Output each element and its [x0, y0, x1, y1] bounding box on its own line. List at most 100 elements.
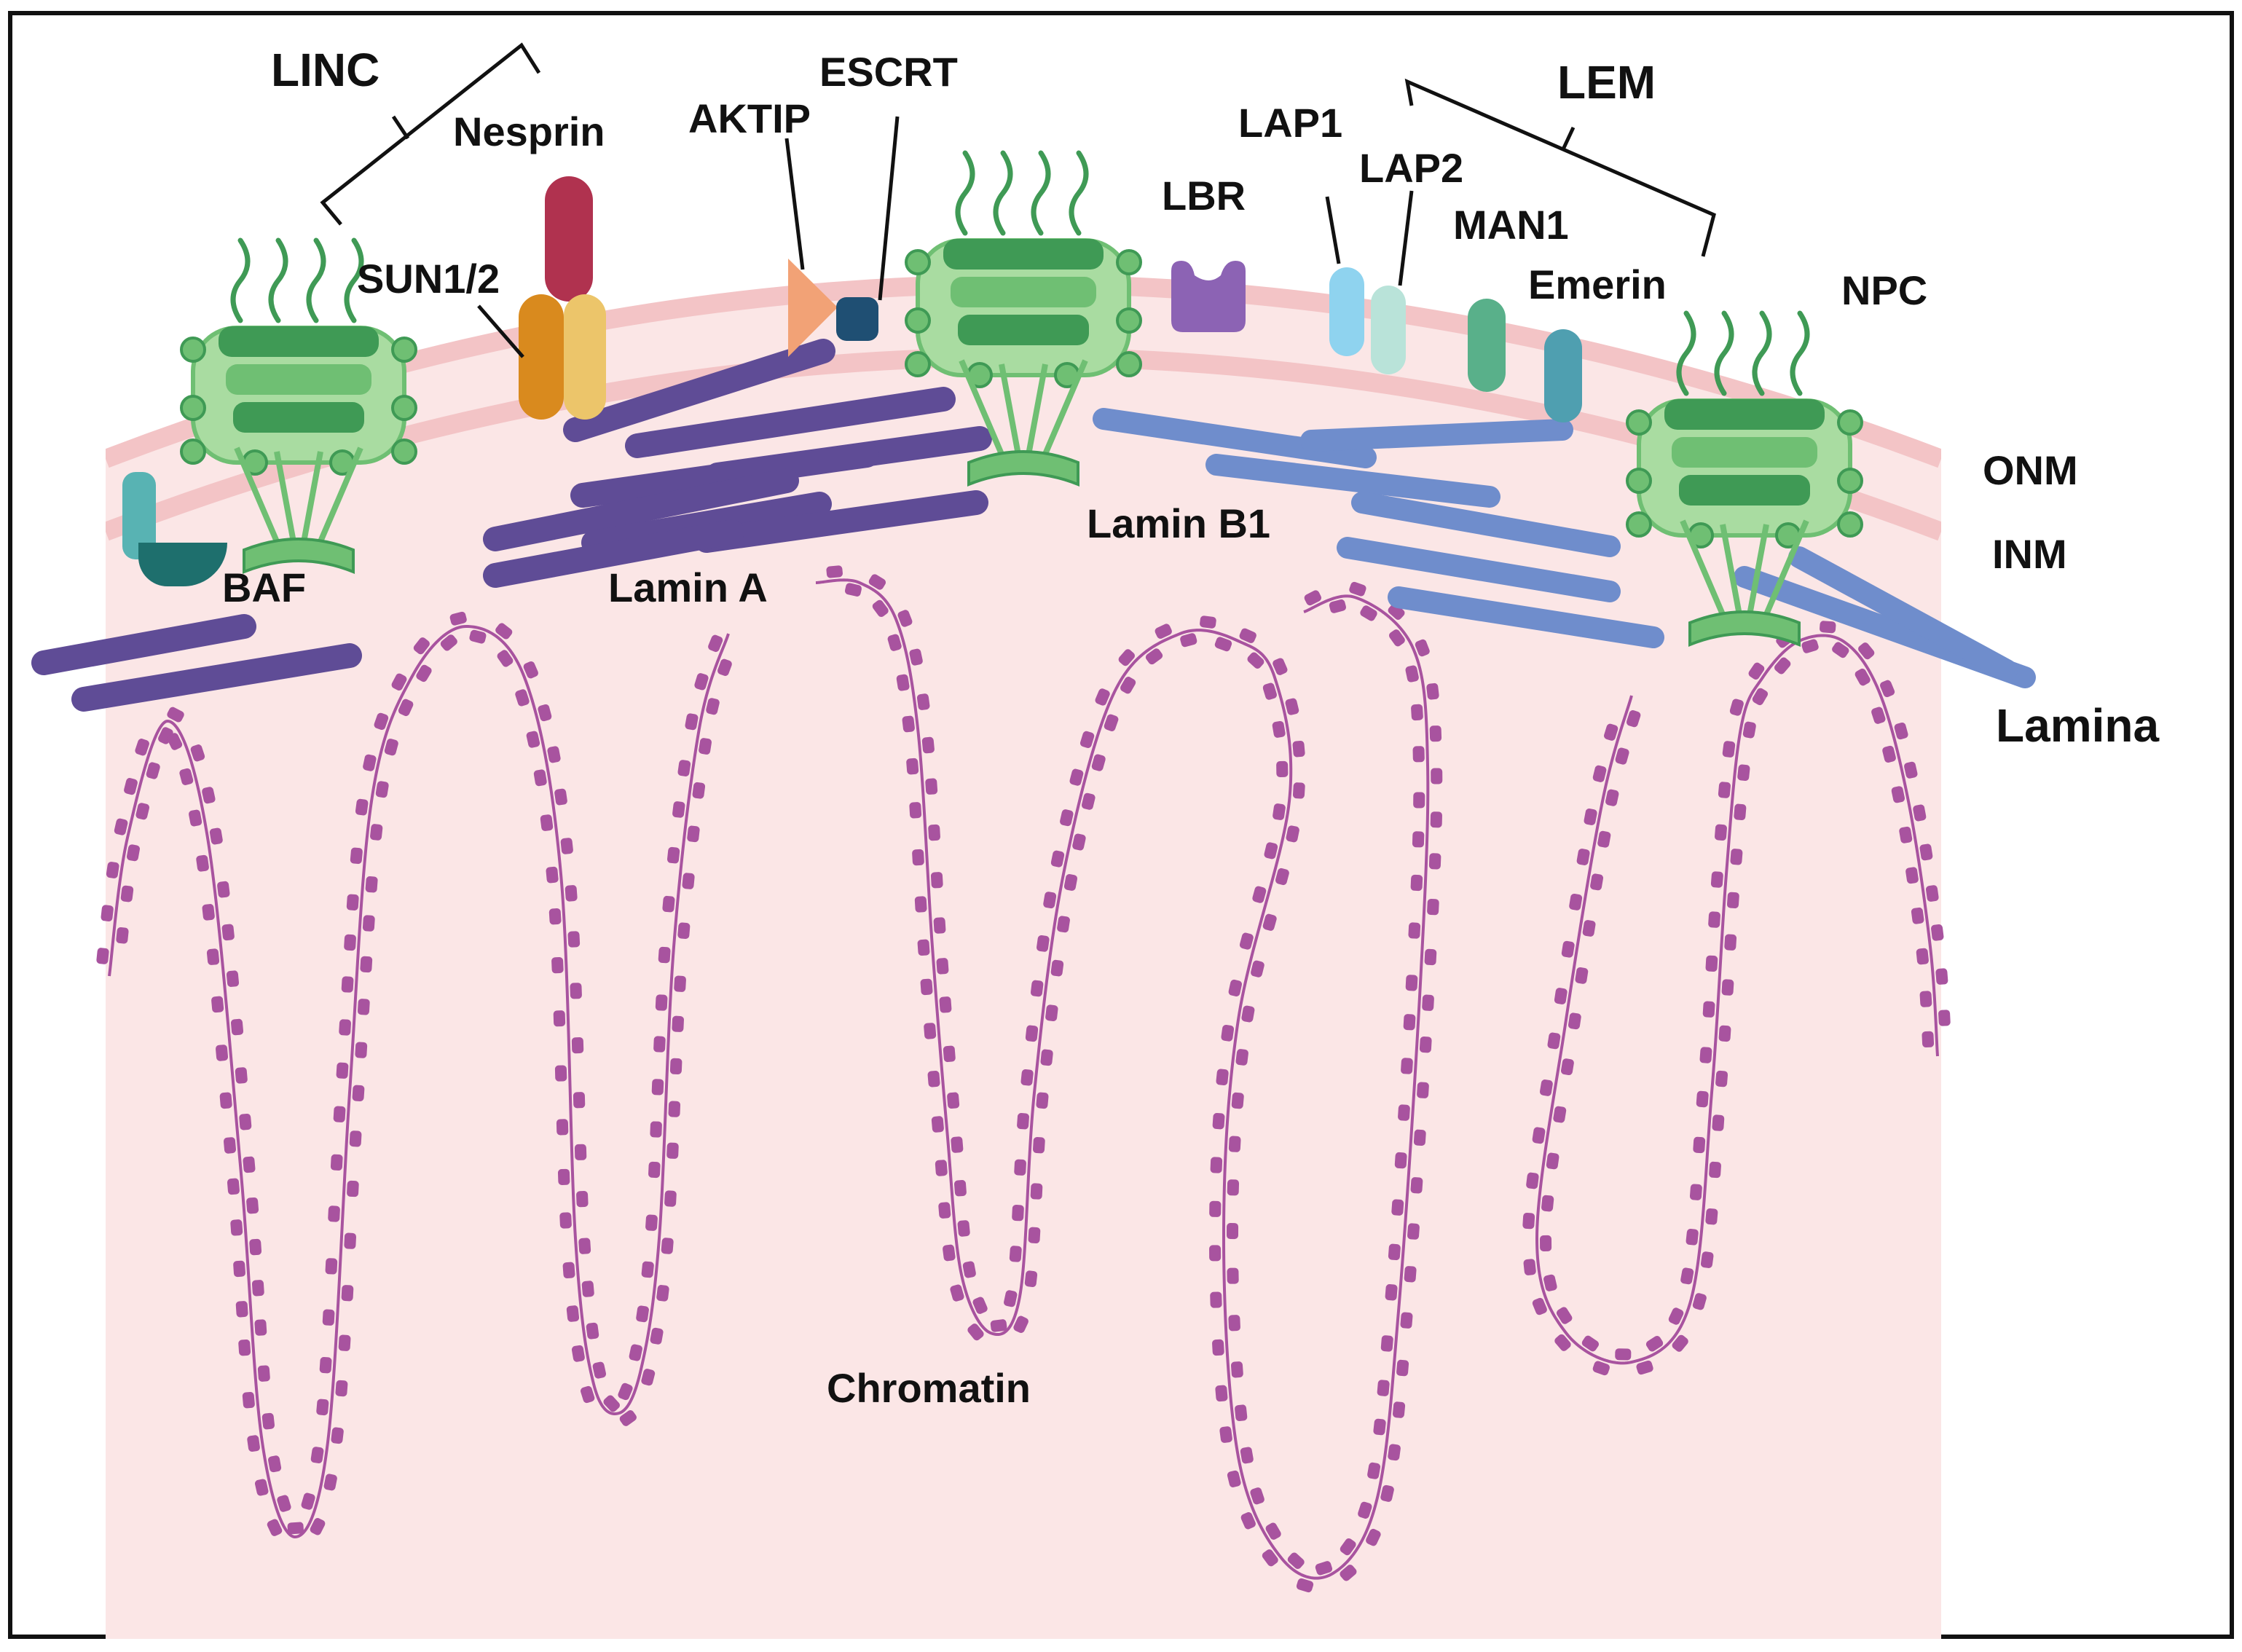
npc-filament: [1790, 310, 1810, 396]
npc-basket-ring: [967, 450, 1079, 487]
nucleosome: [1329, 599, 1346, 613]
nucleosome: [211, 996, 224, 1013]
nucleosome: [1057, 916, 1070, 933]
nucleosome: [1385, 1284, 1398, 1301]
nucleosome: [677, 760, 691, 776]
nucleosome: [677, 922, 691, 939]
nucleosome: [1575, 967, 1589, 984]
lem-bracket: [1404, 78, 1716, 257]
label-escrt: ESCRT: [819, 49, 958, 95]
nucleosome: [1734, 803, 1747, 821]
nucleosome: [328, 1205, 340, 1222]
nucleosome: [906, 758, 919, 775]
nucleosome: [1742, 721, 1756, 739]
nucleosome: [1590, 873, 1604, 891]
nucleosome: [1392, 1401, 1406, 1418]
nucleosome: [662, 895, 675, 913]
npc-subunit: [1116, 351, 1142, 377]
nucleosome: [310, 1447, 324, 1463]
nucleosome: [325, 1258, 338, 1275]
nucleosome: [1581, 1335, 1600, 1352]
nucleosome: [1388, 1243, 1401, 1261]
nucleosome: [557, 1168, 570, 1186]
nucleosome: [413, 637, 430, 655]
nucleosome: [1287, 1552, 1305, 1569]
nucleosome: [669, 1058, 683, 1074]
npc-subunit: [180, 438, 206, 465]
nucleosome: [230, 1018, 244, 1036]
nucleosome: [1689, 1184, 1702, 1200]
nucleosome: [1925, 885, 1939, 902]
baf-stem: [122, 472, 156, 559]
nucleosome: [1922, 1031, 1935, 1048]
lamin-a-filament: [570, 443, 879, 508]
nucleosome: [1424, 948, 1437, 966]
nucleosome: [1615, 1348, 1632, 1361]
nucleosome: [1718, 782, 1731, 798]
sun1-protein: [519, 294, 564, 420]
nucleosome: [1636, 1360, 1653, 1375]
label-lamin-a: Lamin A: [608, 565, 768, 610]
label-aktip: AKTIP: [688, 95, 811, 141]
nucleosome: [685, 713, 699, 731]
nucleosome: [341, 1285, 354, 1302]
nucleosome: [333, 1106, 346, 1122]
nucleosome: [238, 1339, 251, 1356]
nucleosome: [1905, 867, 1919, 884]
nucleosome: [398, 699, 414, 717]
nucleosome: [1240, 1512, 1256, 1530]
nucleosome: [553, 1010, 566, 1027]
nucleosome: [559, 1212, 572, 1229]
label-lap1: LAP1: [1238, 100, 1342, 146]
label-nesprin: Nesprin: [453, 109, 605, 154]
nucleosome: [1748, 662, 1765, 680]
nucleosome: [1262, 913, 1277, 931]
nucleosome: [217, 881, 230, 898]
nucleosome: [1412, 746, 1425, 763]
npc-filament: [230, 237, 251, 323]
nucleosome: [574, 1144, 587, 1160]
lamin-b1-filament: [1388, 586, 1664, 648]
nucleosome: [1396, 1359, 1409, 1377]
escrt-leader-line: [878, 116, 900, 301]
nucleosome: [235, 1067, 248, 1084]
nucleosome: [1592, 1361, 1610, 1376]
npc-basket-strut: [999, 363, 1023, 463]
nucleosome: [1911, 907, 1924, 924]
nucleosome: [1235, 1404, 1248, 1421]
npc-filament: [306, 237, 326, 323]
lamin-a-filament: [563, 339, 835, 442]
nucleosome: [931, 1116, 944, 1133]
nucleosome: [1709, 1161, 1721, 1179]
nuclear-pore-complex: [905, 150, 1142, 487]
nucleosome: [692, 782, 706, 799]
nucleosome: [548, 908, 562, 925]
nucleosome: [578, 1238, 591, 1254]
nucleosome: [648, 1161, 661, 1179]
nucleosome: [1239, 628, 1256, 643]
nucleosome: [116, 927, 129, 944]
nucleosome: [106, 862, 119, 878]
man1-protein: [1468, 299, 1506, 392]
nucleosome: [1422, 994, 1434, 1011]
label-linc: LINC: [271, 44, 379, 96]
nucleosome: [233, 1260, 245, 1278]
nucleosome: [1430, 811, 1442, 828]
nucleosome: [1726, 892, 1739, 909]
nucleosome: [1028, 1227, 1041, 1243]
nucleosome: [338, 1334, 351, 1351]
npc-inner-ring: [233, 402, 364, 433]
nucleosome: [651, 1079, 664, 1096]
nucleosome: [1554, 1334, 1571, 1351]
nucleosome: [699, 738, 712, 755]
npc-basket-strut: [1680, 519, 1729, 624]
nucleosome: [268, 1455, 282, 1473]
nucleosome: [495, 623, 513, 640]
nucleosome: [1693, 1136, 1706, 1154]
nucleosome: [1401, 1058, 1413, 1074]
nucleosome: [1017, 1113, 1029, 1130]
nucleosome: [363, 754, 377, 771]
nucleosome: [930, 872, 943, 889]
nucleosome: [1539, 1079, 1553, 1096]
